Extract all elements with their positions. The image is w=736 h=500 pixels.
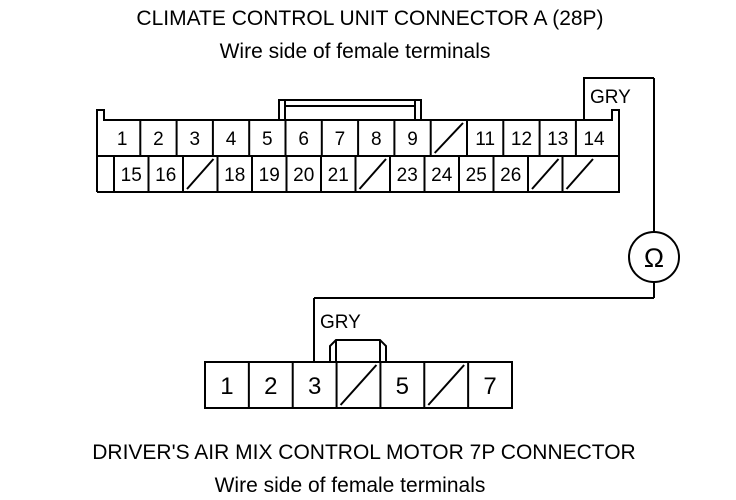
ohm-symbol: Ω — [644, 243, 664, 273]
empty-cavity-mark — [186, 158, 215, 190]
connector-b-title: DRIVER'S AIR MIX CONTROL MOTOR 7P CONNEC… — [92, 441, 635, 464]
connector-b-outline — [204, 361, 513, 409]
connector-b-lock-tab — [329, 339, 387, 362]
connector-b-subtitle: Wire side of female terminals — [215, 474, 486, 497]
pin-5: 5 — [262, 129, 273, 150]
connector-a-outline — [96, 109, 620, 193]
empty-cavity-mark — [427, 364, 465, 406]
pin-23: 23 — [397, 165, 418, 186]
pin-19: 19 — [259, 165, 280, 186]
wire-a-label-box — [583, 77, 654, 120]
connector-b — [204, 339, 513, 409]
pin-4: 4 — [226, 129, 237, 150]
pin-14: 14 — [583, 129, 605, 150]
pin-1: 1 — [117, 129, 128, 150]
pin-18: 18 — [224, 165, 245, 186]
connector-b-pins: 1 2 3 5 7 — [220, 362, 497, 408]
pin-20: 20 — [293, 165, 314, 186]
pin-12: 12 — [511, 129, 532, 150]
pin-7: 7 — [483, 373, 496, 400]
pin-7: 7 — [335, 129, 346, 150]
pin-2: 2 — [153, 129, 164, 150]
connector-a-subtitle: Wire side of female terminals — [220, 40, 491, 63]
pin-3: 3 — [189, 129, 200, 150]
wire-a-color-label: GRY — [590, 87, 631, 108]
pin-1: 1 — [220, 373, 233, 400]
empty-cavity-mark — [358, 158, 387, 190]
pin-11: 11 — [475, 129, 495, 150]
pin-8: 8 — [371, 129, 382, 150]
pin-26: 26 — [500, 165, 521, 186]
test-wire — [313, 78, 655, 362]
pin-5: 5 — [396, 373, 409, 400]
empty-cavity-mark — [531, 158, 560, 190]
connector-a-title: CLIMATE CONTROL UNIT CONNECTOR A (28P) — [136, 7, 603, 30]
pin-15: 15 — [121, 165, 142, 186]
pin-24: 24 — [431, 165, 453, 186]
empty-cavity-mark — [433, 122, 464, 154]
pin-9: 9 — [407, 129, 418, 150]
pin-13: 13 — [547, 129, 568, 150]
empty-cavity-mark — [565, 158, 594, 190]
connector-a-lock-tab — [278, 99, 422, 120]
wire-b-color-label: GRY — [320, 312, 361, 333]
pin-2: 2 — [264, 373, 277, 400]
pin-16: 16 — [155, 165, 176, 186]
empty-cavity-mark — [339, 364, 378, 406]
pin-3: 3 — [308, 373, 321, 400]
pin-25: 25 — [466, 165, 487, 186]
pin-6: 6 — [298, 129, 309, 150]
ohmmeter-icon: Ω — [628, 231, 680, 283]
connector-a-bottom-row: 15 16 18 19 20 21 23 24 25 26 — [113, 156, 594, 192]
pin-21: 21 — [328, 165, 349, 186]
